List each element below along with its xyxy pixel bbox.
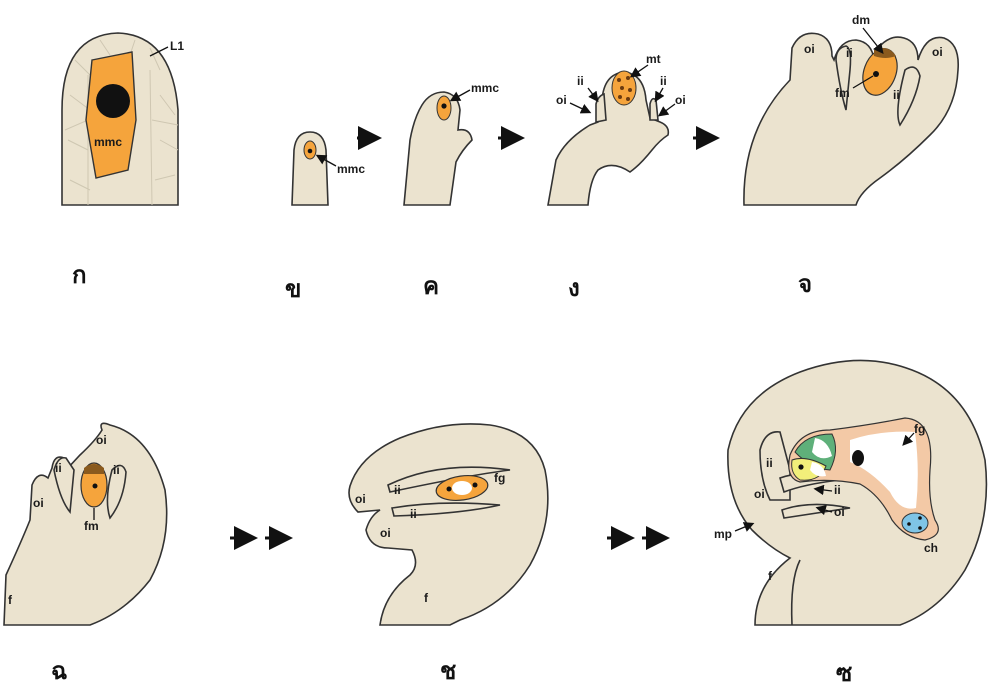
label-ii-left: ii	[846, 46, 853, 60]
panel-f-ovule: oi ii ii oi fm f	[4, 423, 167, 625]
label-mmc: mmc	[94, 135, 122, 149]
label-ii-left: ii	[55, 461, 62, 475]
panel-caption-e: จ	[798, 269, 812, 298]
label-ii-right: ii	[834, 483, 841, 497]
panel-caption-g: ช	[440, 656, 456, 685]
panel-caption-d: ง	[568, 273, 580, 302]
label-ii-left: ii	[766, 456, 773, 470]
panel-caption-f: ฉ	[51, 656, 67, 685]
label-fg: fg	[914, 422, 925, 436]
antipodal-cells	[902, 513, 928, 533]
label-oi-left: oi	[804, 42, 815, 56]
label-oi-top: oi	[96, 433, 107, 447]
label-ii-right: ii	[660, 74, 667, 88]
label-ii-bottom: ii	[410, 507, 417, 521]
label-oi-left: oi	[556, 93, 567, 107]
label-oi-top: oi	[355, 492, 366, 506]
label-fm: fm	[835, 86, 850, 100]
panel-h-mature-ovule: fg ii oi mp ii oi ch f	[714, 360, 986, 625]
label-mmc: mmc	[471, 81, 499, 95]
label-fg: fg	[494, 471, 505, 485]
panel-b-primordium: mmc	[292, 132, 365, 205]
label-oi-right: oi	[932, 45, 943, 59]
label-ii-right: ii	[113, 463, 120, 477]
label-l1: L1	[170, 39, 184, 53]
panel-a-nucellus: mmc L1	[62, 33, 184, 205]
panel-e-functional-megaspore: dm fm oi ii oi ii	[744, 13, 958, 205]
label-mmc: mmc	[337, 162, 365, 176]
panel-caption-a: ก	[72, 260, 87, 289]
label-mp: mp	[714, 527, 732, 541]
label-dm: dm	[852, 13, 870, 27]
label-oi-right: oi	[675, 93, 686, 107]
label-oi-right: oi	[834, 505, 845, 519]
panel-caption-c: ค	[423, 271, 439, 300]
panel-caption-b: ข	[285, 274, 301, 303]
label-fm: fm	[84, 519, 99, 533]
panel-g-anatropous-ovule: fg oi ii ii oi f	[349, 424, 548, 625]
panel-d-tetrad: mt ii oi ii oi	[548, 52, 686, 205]
mmc-nucleus	[96, 84, 130, 118]
label-oi-left: oi	[33, 496, 44, 510]
label-ch: ch	[924, 541, 938, 555]
panel-caption-h: ซ	[836, 658, 852, 685]
label-oi-bottom: oi	[380, 526, 391, 540]
label-mt: mt	[646, 52, 661, 66]
label-ii-left: ii	[577, 74, 584, 88]
panel-c-primordium: mmc	[404, 81, 499, 205]
label-oi-left: oi	[754, 487, 765, 501]
label-ii-top: ii	[394, 483, 401, 497]
label-ii-right: ii	[893, 88, 900, 102]
